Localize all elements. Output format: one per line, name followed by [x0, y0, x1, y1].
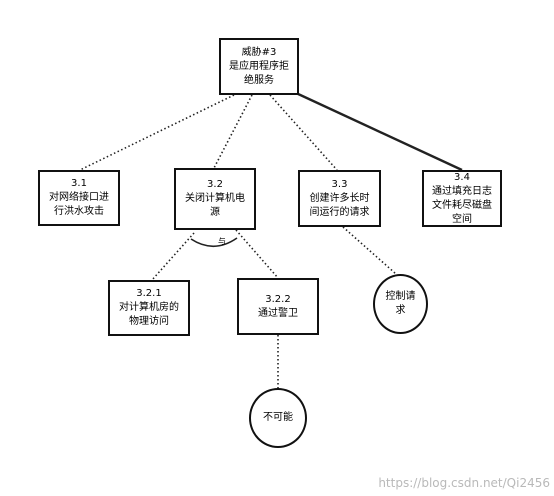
- link-root-3-1: [79, 94, 235, 171]
- watermark: https://blog.csdn.net/Qi2456: [378, 476, 550, 490]
- node-root-threat-3: 威胁#3 是应用程序拒 绝服务: [219, 38, 299, 95]
- node-3-2-2-line-2: 通过警卫: [258, 307, 298, 319]
- and-label: 与: [218, 237, 226, 246]
- node-3-1-line-2: 对网络接口进: [49, 192, 109, 203]
- node-3-2-line-3: 源: [210, 207, 220, 218]
- leaf-control-request-line-2: 求: [395, 305, 406, 316]
- link-3-2-to-3-2-1: [151, 232, 195, 281]
- node-3-2-1: 3.2.1 对计算机房的 物理访问: [108, 280, 190, 336]
- node-3-1: 3.1 对网络接口进 行洪水攻击: [38, 170, 120, 226]
- node-3-2-1-line-3: 物理访问: [129, 316, 169, 327]
- node-root-line-3: 绝服务: [244, 74, 274, 86]
- node-3-1-line-1: 3.1: [71, 178, 87, 189]
- link-3-2-to-3-2-2: [235, 229, 279, 279]
- node-3-2-1-line-2: 对计算机房的: [119, 302, 179, 313]
- node-root-line-2: 是应用程序拒: [229, 60, 289, 72]
- node-3-2-1-line-1: 3.2.1: [136, 288, 162, 299]
- node-3-4-line-2: 通过填充日志: [432, 185, 492, 197]
- node-3-4-line-1: 3.4: [454, 171, 470, 183]
- node-3-1-line-3: 行洪水攻击: [54, 206, 104, 217]
- node-3-2-line-1: 3.2: [207, 179, 223, 190]
- node-3-3-line-2: 创建许多长时: [309, 192, 370, 204]
- node-3-2-2-line-1: 3.2.2: [265, 293, 291, 305]
- and-arc: [190, 237, 238, 248]
- node-3-4-line-3: 文件耗尽磁盘: [432, 199, 492, 211]
- link-3-3-to-control-request: [342, 226, 397, 275]
- leaf-control-request: 控制请 求: [373, 274, 428, 334]
- link-root-3-2: [213, 94, 253, 169]
- link-root-3-3: [269, 94, 338, 171]
- node-3-4-line-4: 空间: [452, 213, 472, 225]
- node-root-line-1: 威胁#3: [241, 46, 277, 58]
- node-3-2-line-2: 关闭计算机电: [185, 193, 245, 204]
- node-3-4: 3.4 通过填充日志 文件耗尽磁盘 空间: [422, 170, 502, 227]
- link-root-3-4: [295, 91, 463, 172]
- node-3-2-2: 3.2.2 通过警卫: [237, 278, 319, 335]
- node-3-3-line-1: 3.3: [331, 178, 348, 190]
- node-3-2: 3.2 关闭计算机电 源: [174, 168, 256, 230]
- leaf-impossible: 不可能: [249, 388, 307, 448]
- node-3-3-line-3: 间运行的请求: [309, 206, 370, 218]
- leaf-control-request-line-1: 控制请: [385, 291, 416, 302]
- leaf-impossible-line-1: 不可能: [263, 412, 293, 423]
- node-3-3: 3.3 创建许多长时 间运行的请求: [298, 170, 381, 227]
